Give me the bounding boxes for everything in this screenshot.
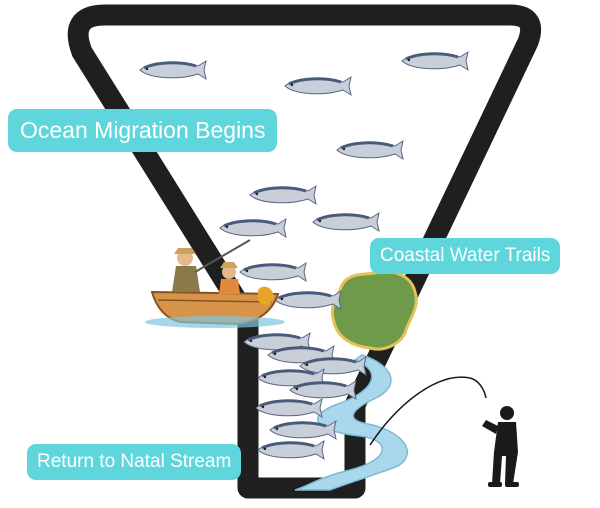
salmon-icon xyxy=(248,184,318,206)
salmon-icon xyxy=(256,439,326,461)
label-return-natal-stream: Return to Natal Stream xyxy=(27,444,242,480)
salmon-icon xyxy=(311,211,381,233)
salmon-icon xyxy=(238,261,308,283)
salmon-icon xyxy=(254,397,324,419)
angler-silhouette-icon xyxy=(369,376,519,487)
salmon-icon xyxy=(273,289,343,311)
salmon-icon xyxy=(400,50,470,72)
salmon-icon xyxy=(138,59,208,81)
boat-fishermen-icon xyxy=(145,239,285,328)
label-ocean-migration: Ocean Migration Begins xyxy=(8,109,278,152)
island-icon xyxy=(330,270,418,351)
salmon-icon xyxy=(283,75,353,97)
label-coastal-water-trails: Coastal Water Trails xyxy=(370,238,561,274)
salmon-icon xyxy=(218,217,288,239)
salmon-icon xyxy=(335,139,405,161)
